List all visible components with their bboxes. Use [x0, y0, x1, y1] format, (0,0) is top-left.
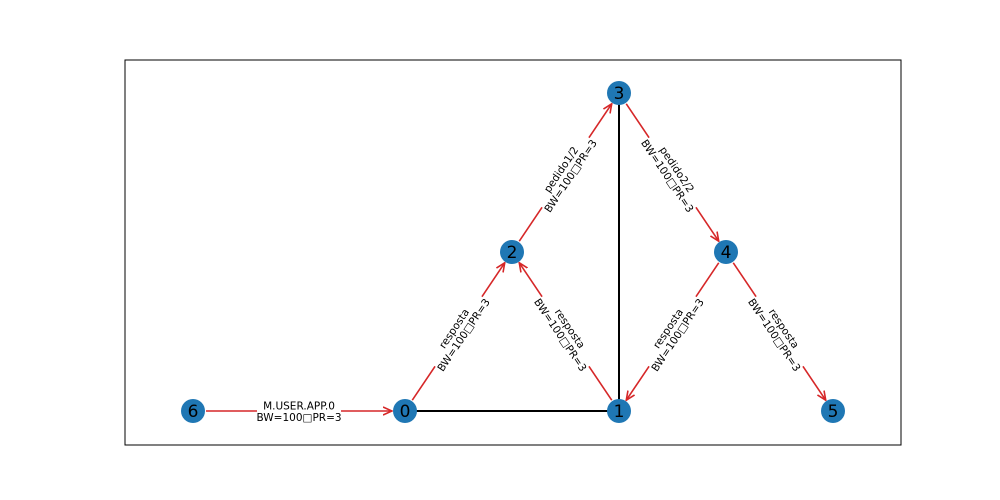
edge-label-background [532, 289, 599, 374]
nodes-layer: 0 1 2 3 4 5 6 [181, 81, 845, 423]
plot-frame [124, 59, 902, 446]
edge-label-background [532, 130, 599, 215]
edge-label-line: M.USER.APP.0 [263, 400, 335, 412]
edge-label-6-0: M.USER.APP.0BW=100□PR=3 [256, 399, 342, 424]
node-label-5: 5 [828, 402, 839, 422]
node-label-1: 1 [614, 402, 625, 422]
node-5 [821, 399, 845, 423]
edge-label-background [257, 399, 341, 423]
node-label-0: 0 [400, 402, 411, 422]
node-4 [714, 240, 738, 264]
node-1 [607, 399, 631, 423]
node-label-6: 6 [188, 402, 199, 422]
node-label-2: 2 [507, 243, 518, 263]
edge-label-background [746, 289, 813, 374]
node-label-3: 3 [614, 84, 625, 104]
edge-label-2-3: pedido1/2BW=100□PR=3 [532, 130, 600, 215]
node-2 [500, 240, 524, 264]
node-label-4: 4 [721, 243, 732, 263]
edge-label-background [425, 289, 492, 374]
node-6 [181, 399, 205, 423]
edge-label-line: BW=100□PR=3 [256, 412, 341, 424]
node-3 [607, 81, 631, 105]
edge-labels-layer: M.USER.APP.0BW=100□PR=3 respostaBW=100□PR… [256, 130, 813, 424]
edge-label-background [639, 289, 706, 374]
edge-label-background [639, 130, 706, 215]
node-0 [393, 399, 417, 423]
edge-label-3-4: pedido2/2BW=100□PR=3 [638, 130, 706, 215]
